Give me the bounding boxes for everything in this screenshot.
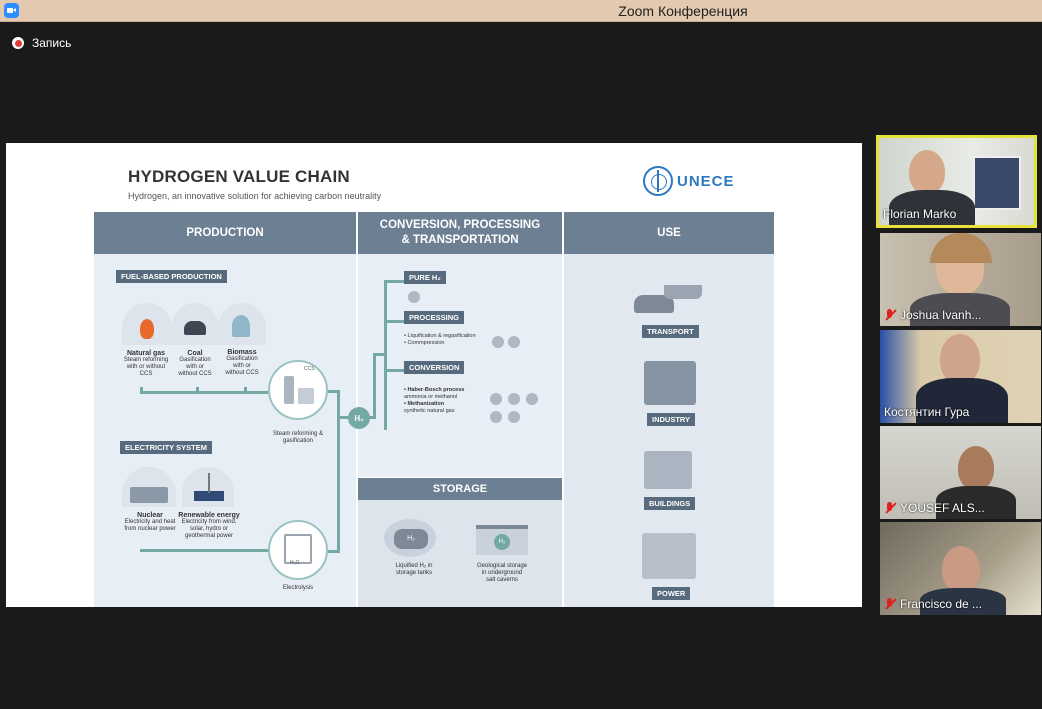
tag-industry: INDUSTRY xyxy=(647,413,696,426)
avatar xyxy=(940,334,980,384)
storage-header: STORAGE xyxy=(358,478,562,500)
tag-processing: PROCESSING xyxy=(404,311,465,324)
wind-turbine-icon xyxy=(208,473,210,493)
tag-conversion: CONVERSION xyxy=(404,361,465,374)
muted-mic-icon xyxy=(884,502,896,514)
connector xyxy=(384,280,404,283)
pipe-drop xyxy=(244,387,247,394)
connector xyxy=(328,390,340,393)
participant-name: Костянтин Гура xyxy=(884,405,970,419)
avatar xyxy=(942,546,980,592)
ship-icon xyxy=(490,393,502,405)
column-production: PRODUCTION xyxy=(94,212,356,254)
participant-name: Francisco de ... xyxy=(884,597,982,611)
h2-molecule-icon xyxy=(408,291,420,303)
electrolysis-label: Electrolysis xyxy=(282,585,314,591)
slide-title: HYDROGEN VALUE CHAIN xyxy=(128,167,350,186)
storage-tank-icon: H₂ xyxy=(384,519,436,557)
connector xyxy=(337,416,353,419)
solar-panel-icon xyxy=(194,491,224,501)
renewable-label: Renewable energy Electricity from wind,s… xyxy=(178,512,240,539)
participant-tile[interactable]: Francisco de ... xyxy=(880,522,1041,615)
participant-name: Florian Marko xyxy=(883,207,957,221)
participant-tile[interactable]: YOUSEF ALS... xyxy=(880,426,1041,519)
truck-icon xyxy=(508,393,520,405)
avatar xyxy=(909,150,945,194)
recording-indicator[interactable]: Запись xyxy=(12,36,71,50)
connector xyxy=(384,369,404,372)
storage-panel xyxy=(358,500,562,607)
tag-buildings: BUILDINGS xyxy=(644,497,696,510)
electrolyser-icon: H₂O xyxy=(268,520,328,580)
unece-wordmark: UNECE xyxy=(677,172,735,190)
window-titlebar: Zoom Конференция xyxy=(0,0,1042,22)
industry-icon xyxy=(644,361,696,405)
unece-logo: UNECE xyxy=(643,166,735,196)
participant-name: Joshua Ivanh... xyxy=(884,308,981,322)
power-plant-icon xyxy=(642,533,696,579)
muted-mic-icon xyxy=(884,309,896,321)
shared-screen: HYDROGEN VALUE CHAIN Hydrogen, an innova… xyxy=(6,143,862,607)
reforming-label: Steam reforming &gasification xyxy=(272,431,324,444)
h2-hub: H₂ xyxy=(348,407,370,429)
zoom-app-icon xyxy=(4,3,19,18)
flame-icon xyxy=(140,319,154,339)
conversion-list: • Haber-Bosch process ammonia or methano… xyxy=(404,387,465,414)
tag-fuel-based-production: FUEL-BASED PRODUCTION xyxy=(116,270,227,283)
cooling-towers-icon xyxy=(130,487,168,503)
participant-tile[interactable]: Joshua Ivanh... xyxy=(880,233,1041,326)
electric-pipe xyxy=(140,549,268,552)
un-emblem-icon xyxy=(643,166,673,196)
window-title: Zoom Конференция xyxy=(618,3,748,19)
fuel-pipe xyxy=(140,391,268,394)
transport-icon xyxy=(634,275,704,317)
ship-icon xyxy=(490,411,502,423)
connector xyxy=(328,550,340,553)
tree-icon xyxy=(232,315,250,337)
tanker-icon xyxy=(492,336,504,348)
tag-power: POWER xyxy=(652,587,691,600)
pipe-drop xyxy=(196,387,199,394)
participant-tile[interactable]: Florian Marko xyxy=(876,135,1037,228)
participant-tile[interactable]: Костянтин Гура xyxy=(880,330,1041,423)
avatar xyxy=(958,446,994,490)
truck-icon xyxy=(508,411,520,423)
buildings-icon xyxy=(644,451,692,489)
coal-cart-icon xyxy=(184,321,206,335)
muted-mic-icon xyxy=(884,598,896,610)
pipeline-icon xyxy=(526,393,538,405)
connector xyxy=(373,353,387,356)
tag-pure-h2: PURE H₂ xyxy=(404,271,446,284)
recording-label: Запись xyxy=(32,36,72,50)
connector xyxy=(337,390,340,553)
salt-cavern-icon: H₂ xyxy=(476,525,528,555)
pipe-drop xyxy=(140,387,143,394)
column-use: USE xyxy=(564,212,774,254)
truck-icon xyxy=(508,336,520,348)
connector xyxy=(373,353,376,419)
record-icon xyxy=(12,37,24,49)
processing-list: • Liquification & regasification• Commpr… xyxy=(404,333,476,346)
reformer-icon: CCS xyxy=(268,360,328,420)
connector xyxy=(384,320,404,323)
participant-name: YOUSEF ALS... xyxy=(884,501,985,515)
tag-electricity-system: ELECTRICITY SYSTEM xyxy=(120,441,212,454)
tag-transport: TRANSPORT xyxy=(642,325,699,338)
column-conversion: CONVERSION, PROCESSING& TRANSPORTATION xyxy=(358,212,562,254)
slide-subtitle: Hydrogen, an innovative solution for ach… xyxy=(128,191,382,201)
